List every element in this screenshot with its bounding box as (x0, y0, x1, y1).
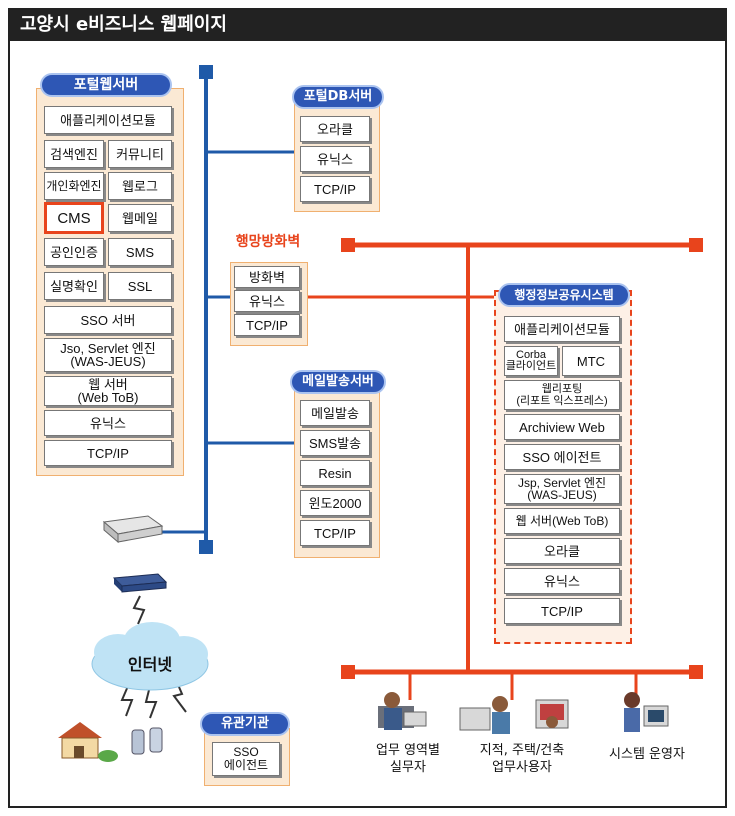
user-label-field-staff: 업무 영역별 실무자 (376, 743, 440, 775)
mail-windows: 윈도2000 (300, 490, 370, 516)
module-unix: 유닉스 (44, 410, 172, 436)
db-oracle: 오라클 (300, 116, 370, 142)
admin-app: 애플리케이션모듈 (504, 316, 620, 342)
module-cert: 공인인증 (44, 238, 104, 266)
db-unix: 유닉스 (300, 146, 370, 172)
switch-icon (112, 573, 168, 593)
internet-cloud-icon (91, 622, 209, 691)
user-label-system-operator: 시스템 운영자 (609, 747, 685, 762)
lightning-icon (132, 595, 146, 625)
admin-sso-agent: SSO 에이전트 (504, 444, 620, 470)
admin-corba: Corba 클라이언트 (504, 346, 558, 376)
mobile-phone-icon (131, 727, 163, 755)
module-personalization: 개인화엔진 (44, 172, 104, 200)
module-ssl: SSL (108, 272, 172, 300)
module-webmail: 웹메일 (108, 204, 172, 232)
blue-bus-end-bottom (199, 540, 213, 554)
house-icon (58, 722, 118, 762)
related-agency-header: 유관기관 (200, 712, 290, 736)
portal-web-server-header: 포털웹서버 (40, 73, 172, 97)
module-community: 커뮤니티 (108, 140, 172, 168)
module-web-server: 웹 서버 (Web ToB) (44, 376, 172, 406)
firewall-tcpip: TCP/IP (234, 314, 300, 336)
firewall-module: 방화벽 (234, 266, 300, 288)
admin-web-server: 웹 서버(Web ToB) (504, 508, 620, 534)
admin-mtc: MTC (562, 346, 620, 376)
admin-unix: 유닉스 (504, 568, 620, 594)
related-sso-agent: SSO 에이전트 (212, 742, 280, 776)
page-title: 고양시 e비즈니스 웹페이지 (8, 8, 727, 41)
module-app: 애플리케이션모듈 (44, 106, 172, 134)
module-search-engine: 검색엔진 (44, 140, 104, 168)
mail-resin: Resin (300, 460, 370, 486)
mail-server-header: 메일발송서버 (290, 370, 386, 394)
module-servlet-engine: Jso, Servlet 엔진 (WAS-JEUS) (44, 338, 172, 372)
module-realname: 실명확인 (44, 272, 104, 300)
module-sms: SMS (108, 238, 172, 266)
admin-oracle: 오라클 (504, 538, 620, 564)
admin-system-header: 행정정보공유시스템 (498, 283, 630, 307)
system-operator-icon (624, 692, 669, 732)
mail-sms: SMS발송 (300, 430, 370, 456)
admin-webreport: 웹리포팅 (리포트 익스프레스) (504, 380, 620, 410)
firewall-label: 행망방화벽 (235, 234, 301, 250)
user-label-cadastral-users: 지적, 주택/건축 업무사용자 (479, 743, 565, 775)
computer-user-icon (459, 696, 569, 734)
admin-tcpip: TCP/IP (504, 598, 620, 624)
admin-archiview: Archiview Web (504, 414, 620, 440)
module-tcpip: TCP/IP (44, 440, 172, 466)
module-sso-server: SSO 서버 (44, 306, 172, 334)
module-weblog: 웹로그 (108, 172, 172, 200)
mail-send: 메일발송 (300, 400, 370, 426)
admin-servlet-engine: Jsp, Servlet 엔진 (WAS-JEUS) (504, 474, 620, 504)
router-icon (102, 515, 164, 544)
internet-label: 인터넷 (127, 655, 173, 674)
office-worker-icon (378, 692, 427, 730)
blue-bus-end-top (199, 65, 213, 79)
db-tcpip: TCP/IP (300, 176, 370, 202)
module-cms: CMS (44, 202, 104, 234)
mail-tcpip: TCP/IP (300, 520, 370, 546)
portal-db-server-header: 포털DB서버 (292, 85, 384, 109)
firewall-unix: 유닉스 (234, 290, 300, 312)
